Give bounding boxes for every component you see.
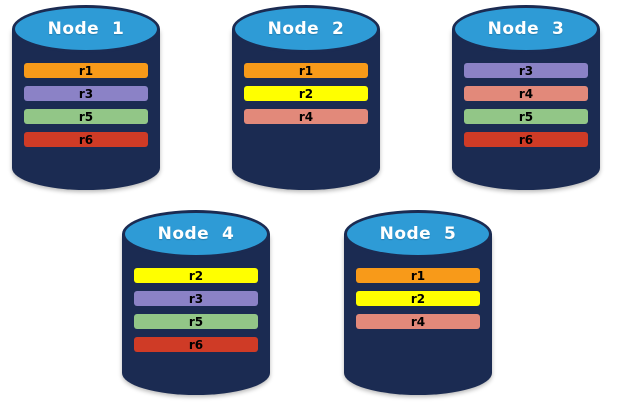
node-4-record-r6[interactable]: r6 (134, 337, 258, 352)
node-2-record-r2[interactable]: r2 (244, 86, 368, 101)
node-4-record-r3[interactable]: r3 (134, 291, 258, 306)
node-4-record-r2[interactable]: r2 (134, 268, 258, 283)
node-2-record-r4[interactable]: r4 (244, 109, 368, 124)
node-2-record-r1[interactable]: r1 (244, 63, 368, 78)
node-1-record-r1[interactable]: r1 (24, 63, 148, 78)
node-5[interactable]: Node 5 r1 r2 r4 (344, 210, 492, 395)
node-3-record-r3[interactable]: r3 (464, 63, 588, 78)
node-4-record-r5[interactable]: r5 (134, 314, 258, 329)
node-1[interactable]: Node 1 r1 r3 r5 r6 (12, 5, 160, 190)
node-4-cylinder-top: Node 4 (122, 210, 270, 258)
node-4-record-list: r2 r3 r5 r6 (122, 268, 270, 352)
node-5-record-r1[interactable]: r1 (356, 268, 480, 283)
node-1-cylinder-top: Node 1 (12, 5, 160, 53)
node-1-record-r3[interactable]: r3 (24, 86, 148, 101)
node-3-record-r4[interactable]: r4 (464, 86, 588, 101)
node-1-record-r6[interactable]: r6 (24, 132, 148, 147)
node-5-record-r4[interactable]: r4 (356, 314, 480, 329)
node-5-record-list: r1 r2 r4 (344, 268, 492, 329)
node-3-record-r5[interactable]: r5 (464, 109, 588, 124)
node-1-record-r5[interactable]: r5 (24, 109, 148, 124)
node-3-record-r6[interactable]: r6 (464, 132, 588, 147)
node-2-title: Node 2 (267, 19, 345, 39)
node-3-cylinder-top: Node 3 (452, 5, 600, 53)
node-3[interactable]: Node 3 r3 r4 r5 r6 (452, 5, 600, 190)
node-2-cylinder-top: Node 2 (232, 5, 380, 53)
node-3-title: Node 3 (487, 19, 565, 39)
node-2-record-list: r1 r2 r4 (232, 63, 380, 124)
node-5-title: Node 5 (379, 224, 457, 244)
node-5-cylinder-top: Node 5 (344, 210, 492, 258)
node-2[interactable]: Node 2 r1 r2 r4 (232, 5, 380, 190)
node-3-record-list: r3 r4 r5 r6 (452, 63, 600, 147)
node-1-title: Node 1 (47, 19, 125, 39)
node-4[interactable]: Node 4 r2 r3 r5 r6 (122, 210, 270, 395)
node-4-title: Node 4 (157, 224, 235, 244)
node-5-record-r2[interactable]: r2 (356, 291, 480, 306)
node-1-record-list: r1 r3 r5 r6 (12, 63, 160, 147)
